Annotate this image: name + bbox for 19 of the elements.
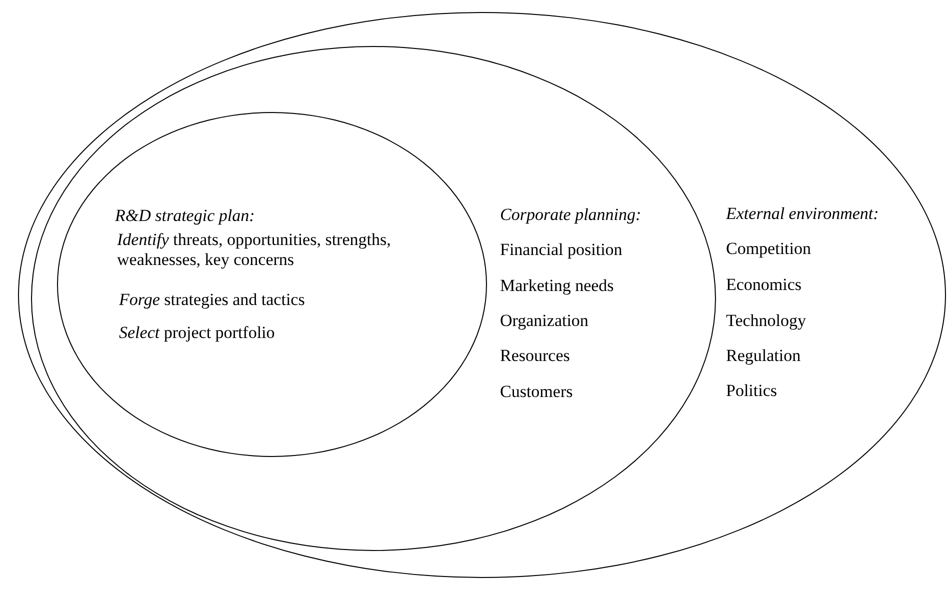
list-item: Regulation bbox=[726, 346, 801, 366]
list-item: Economics bbox=[726, 275, 802, 295]
list-item: Resources bbox=[500, 346, 570, 366]
list-item: Organization bbox=[500, 311, 588, 331]
ellipse-region bbox=[31, 46, 716, 551]
list-item: Financial position bbox=[500, 240, 622, 260]
section-heading: R&D strategic plan: bbox=[115, 206, 255, 226]
list-item: Forge strategies and tactics bbox=[119, 290, 305, 310]
list-item: Select project portfolio bbox=[119, 323, 275, 343]
list-item: Marketing needs bbox=[500, 276, 614, 296]
ellipse-region bbox=[18, 12, 946, 578]
list-item: Customers bbox=[500, 382, 573, 402]
list-item: Identify threats, opportunities, strengths, weaknesses, key concerns bbox=[117, 230, 392, 270]
list-item: Politics bbox=[726, 381, 778, 401]
list-item: Competition bbox=[726, 239, 811, 259]
section-heading: Corporate planning: bbox=[500, 205, 642, 225]
section-heading: External environment: bbox=[726, 204, 879, 224]
list-item: Technology bbox=[726, 311, 806, 331]
ellipse-region bbox=[57, 112, 487, 457]
